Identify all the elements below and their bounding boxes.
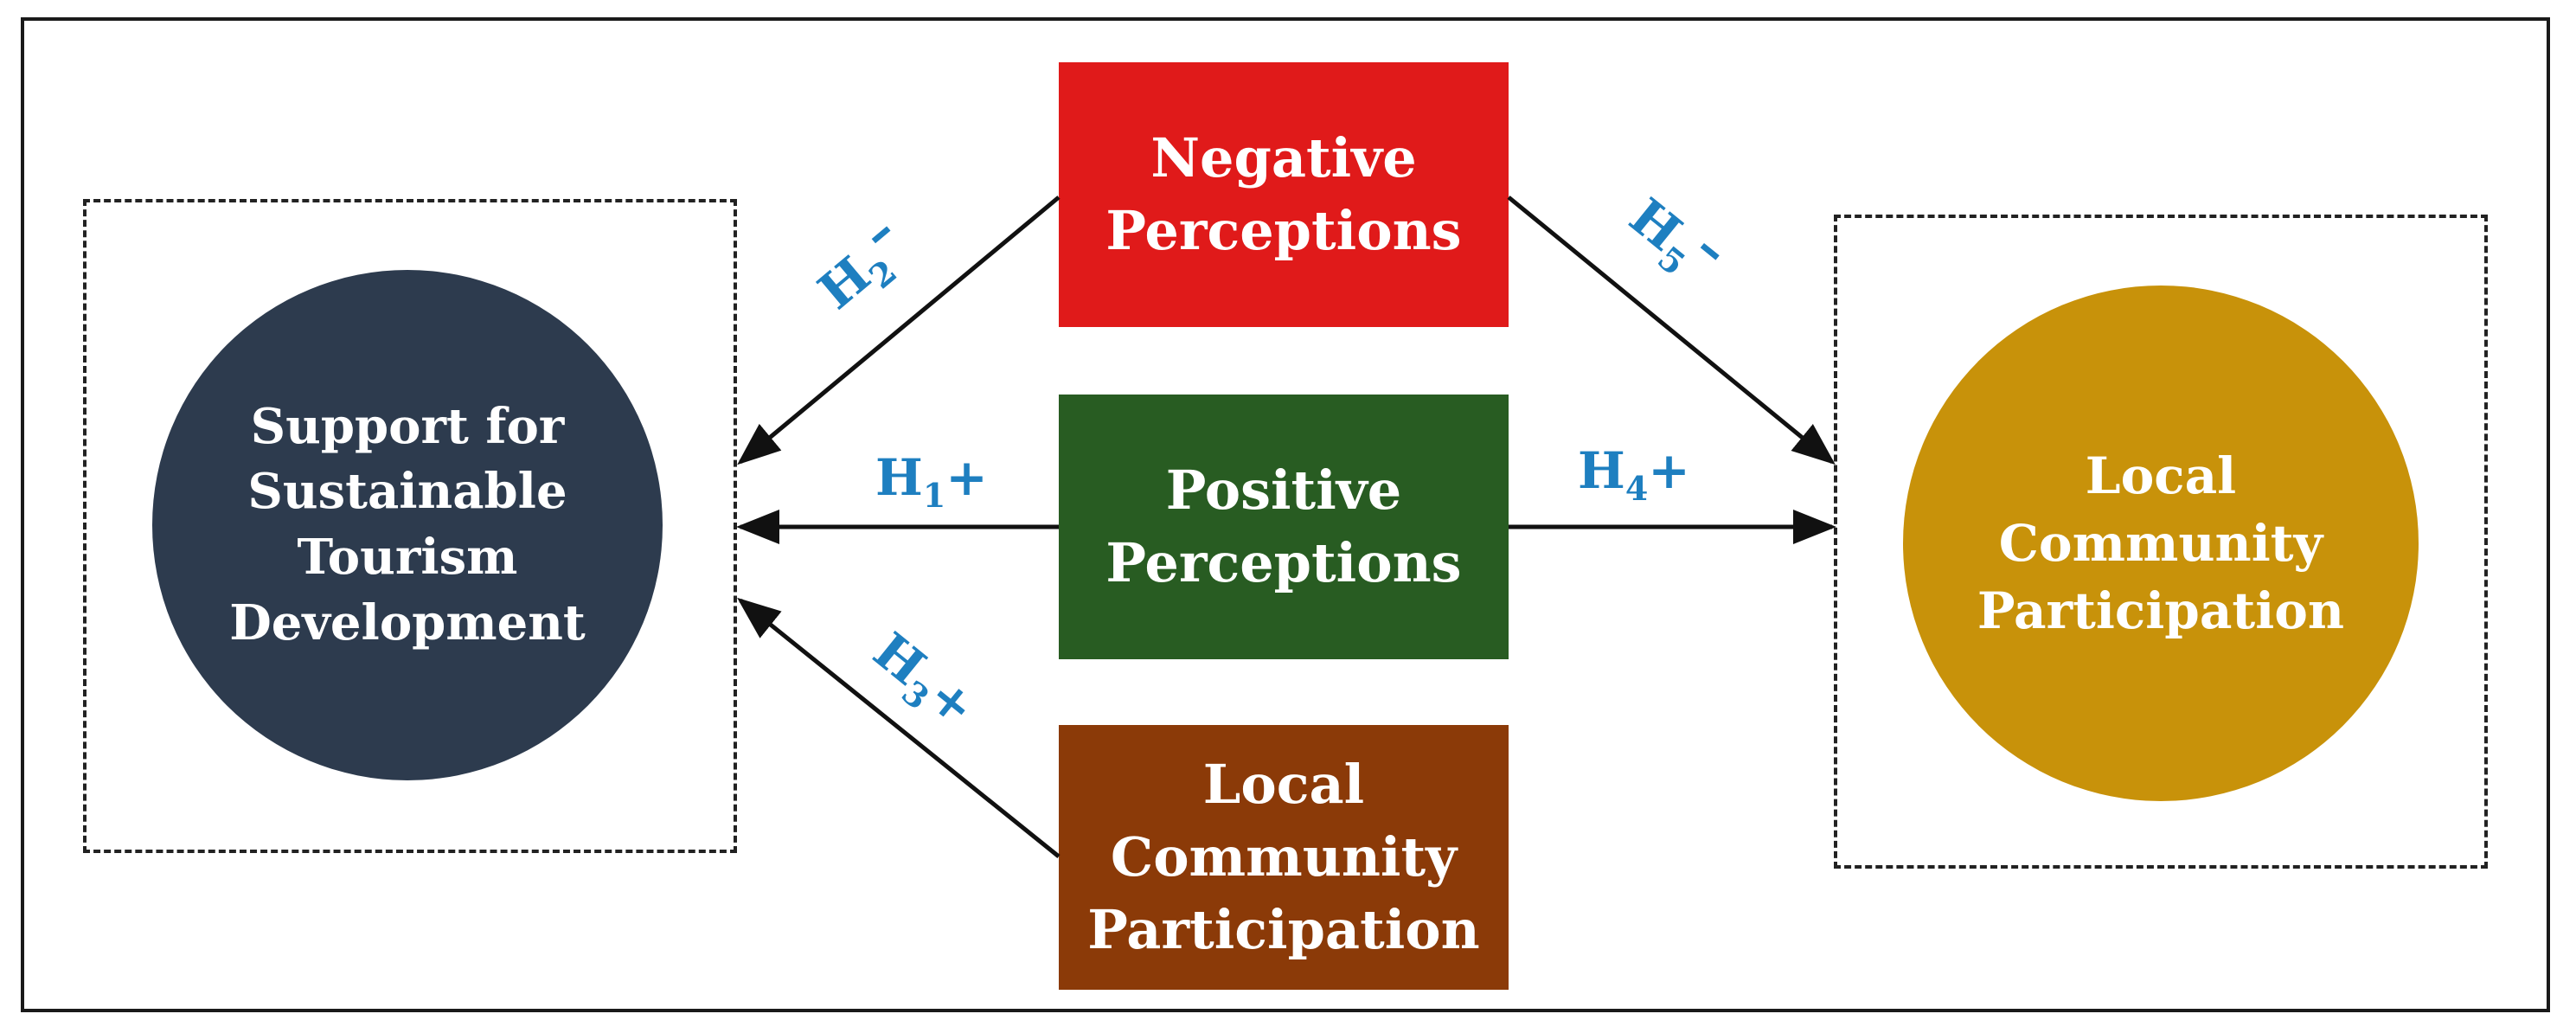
hypothesis-h2-label: H2–: [796, 201, 923, 326]
negative-perceptions-box: Negative Perceptions: [1059, 62, 1509, 327]
arrow-h3: [737, 597, 1061, 858]
hypothesis-h4-label: H4+: [1578, 441, 1690, 508]
hypothesis-h5-label: H5–: [1614, 173, 1741, 298]
arrow-h2: [737, 196, 1061, 465]
hypothesis-h1-label: H1+: [875, 448, 988, 515]
community-node: Local Community Participation: [1903, 286, 2419, 801]
support-node: Support for Sustainable Tourism Developm…: [152, 270, 663, 780]
hypothesis-h3-label: H3+: [858, 621, 987, 744]
participation-box: Local Community Participation: [1059, 725, 1509, 990]
support-dashed-container: [83, 199, 737, 853]
positive-perceptions-box: Positive Perceptions: [1059, 395, 1509, 659]
arrow-h5: [1507, 196, 1836, 465]
